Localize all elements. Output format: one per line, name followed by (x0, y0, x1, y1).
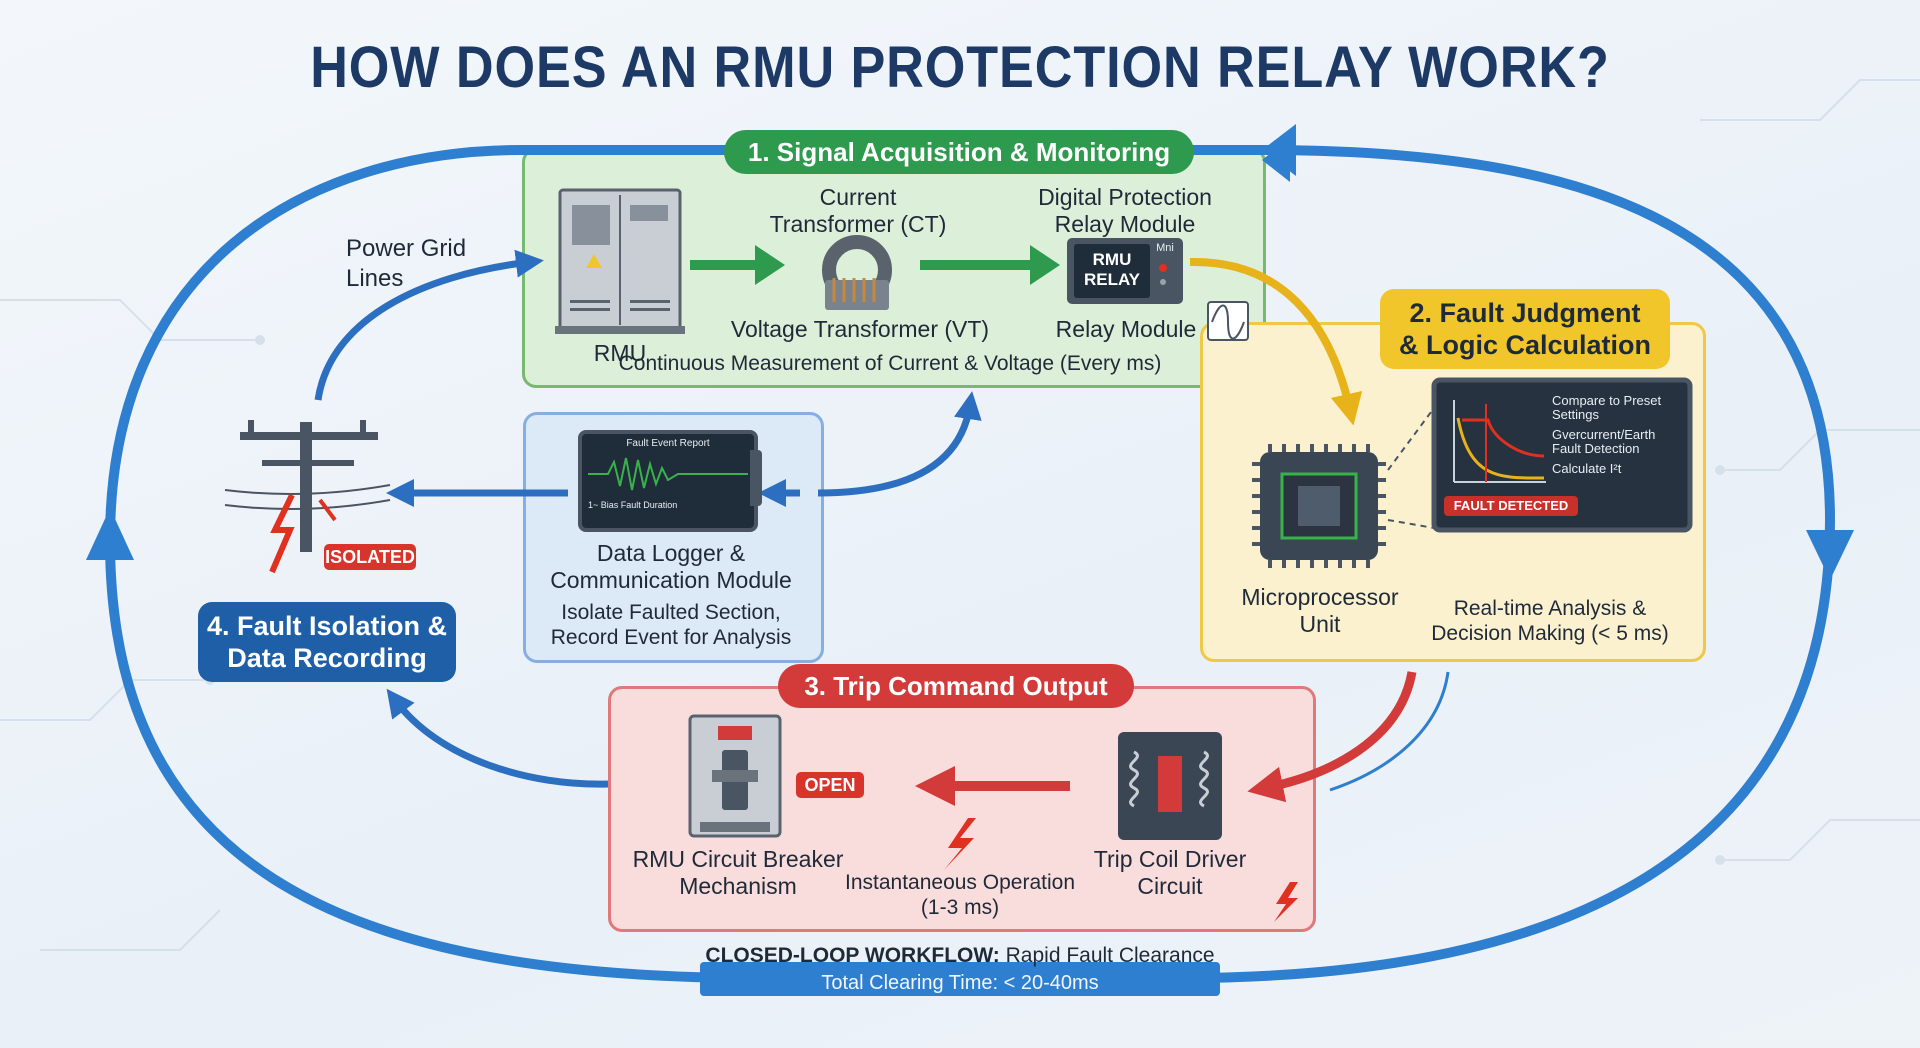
stage3-title: 3. Trip Command Output (778, 664, 1134, 708)
clearing-time: Total Clearing Time: < 20-40ms (821, 972, 1099, 994)
bullet-item: Calculate I²t (1552, 461, 1622, 476)
mcu-to-trip-arrow (1247, 671, 1417, 803)
current-transformer-icon (822, 235, 892, 310)
grid-to-rmu-arrow (314, 249, 544, 401)
rmu-label: RMU (593, 340, 647, 366)
relay-module-label: Relay Module (1055, 316, 1197, 342)
measurement-text: Continuous Measurement of Current & Volt… (618, 352, 1162, 375)
data-logger-screen: Fault Event Report 1~ Bias Fault Duratio… (578, 430, 758, 532)
logger-label: Data Logger & Communication Module (550, 540, 792, 593)
workflow-text: Rapid Fault Clearance (999, 944, 1215, 967)
closed-loop-ring (104, 145, 1836, 983)
stage4-title: 4. Fault Isolation & Data Recording (198, 602, 456, 682)
logger-from-relay-arrow (817, 391, 982, 497)
trip-coil-icon (1118, 732, 1222, 840)
breaker-label: RMU Circuit Breaker Mechanism (632, 846, 844, 899)
analysis-bullets: Compare to Preset Settings Gvercurrent/E… (1552, 394, 1688, 476)
report-line: 1~ Bias Fault Duration (588, 500, 678, 510)
analysis-graph (1431, 377, 1693, 533)
fault-detected-badge: FAULT DETECTED (1444, 496, 1578, 516)
vt-label: Voltage Transformer (VT) (730, 316, 990, 342)
ct-label: Current Transformer (CT) (769, 184, 947, 237)
relay-tag: Mni (1156, 242, 1174, 254)
stage2-title: 2. Fault Judgment & Logic Calculation (1380, 289, 1670, 369)
bullet-item: Compare to Preset Settings (1552, 393, 1662, 422)
grid-label: Power Grid Lines (346, 235, 467, 292)
relay-screen-text: RMU RELAY (1083, 250, 1141, 289)
relay-device-icon (1067, 238, 1183, 304)
stage1-title: 1. Signal Acquisition & Monitoring (724, 130, 1194, 174)
isolated-badge: ISOLATED (324, 544, 416, 570)
lightning-bolt-icon (944, 818, 976, 870)
rmu-cabinet-icon (555, 188, 685, 334)
workflow-caption: CLOSED-LOOP WORKFLOW: Rapid Fault Cleara… (0, 944, 1920, 968)
trip-coil-label: Trip Coil Driver Circuit (1093, 846, 1247, 899)
breaker-to-isolation-arrow (386, 688, 609, 788)
bullet-item: Gvercurrent/Earth Fault Detection (1552, 427, 1656, 456)
logger-side-port (750, 450, 762, 506)
page-title: HOW DOES AN RMU PROTECTION RELAY WORK? (310, 35, 1610, 100)
relay-label: Digital Protection Relay Module (1038, 184, 1212, 237)
mcu-label: Microprocessor Unit (1241, 584, 1399, 637)
logger-description: Isolate Faulted Section, Record Event fo… (550, 601, 792, 649)
sine-wave-icon (1207, 301, 1249, 341)
circuit-breaker-icon (688, 714, 782, 838)
relay-to-mcu-arrow (1189, 257, 1363, 426)
microprocessor-chip-icon (1252, 444, 1386, 568)
lightning-bolt-icon (1274, 882, 1298, 922)
analysis-label: Real-time Analysis & Decision Making (< … (1431, 597, 1669, 645)
waveform-icon (588, 457, 748, 491)
open-badge: OPEN (796, 772, 864, 798)
workflow-bold: CLOSED-LOOP WORKFLOW: (705, 944, 1000, 967)
operation-label: Instantaneous Operation (1-3 ms) (845, 871, 1075, 919)
power-pole-icon (224, 420, 391, 574)
report-title: Fault Event Report (626, 438, 710, 449)
